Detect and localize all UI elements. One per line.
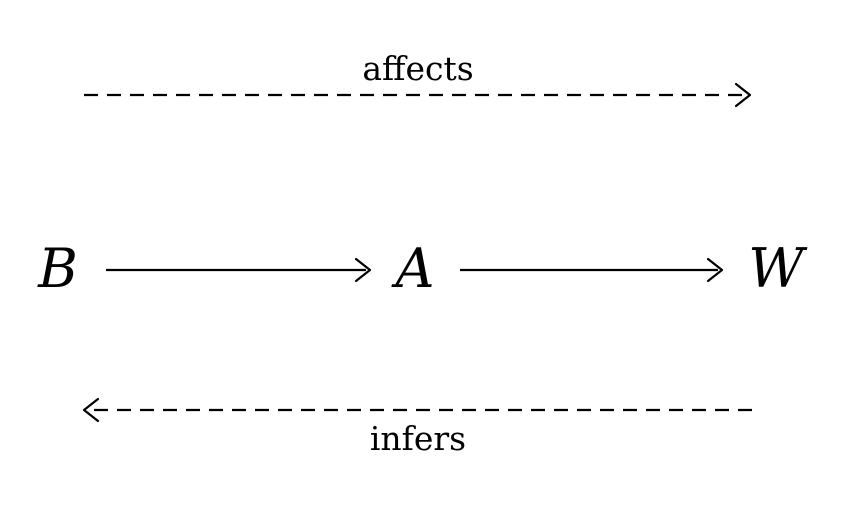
affects-label: affects bbox=[362, 49, 473, 88]
infers-arrowhead bbox=[82, 397, 100, 423]
b-to-a-arrowhead bbox=[354, 257, 372, 283]
a-to-w-arrowhead bbox=[706, 257, 724, 283]
affects-arrow bbox=[84, 82, 752, 108]
node-w: W bbox=[748, 237, 808, 300]
b-to-a-arrow bbox=[106, 257, 372, 283]
a-to-w-arrow bbox=[460, 257, 724, 283]
node-b: B bbox=[37, 237, 78, 300]
infers-label: infers bbox=[370, 419, 466, 458]
affects-arrowhead bbox=[734, 82, 752, 108]
node-a: A bbox=[391, 237, 435, 300]
infers-arrow bbox=[82, 397, 752, 423]
